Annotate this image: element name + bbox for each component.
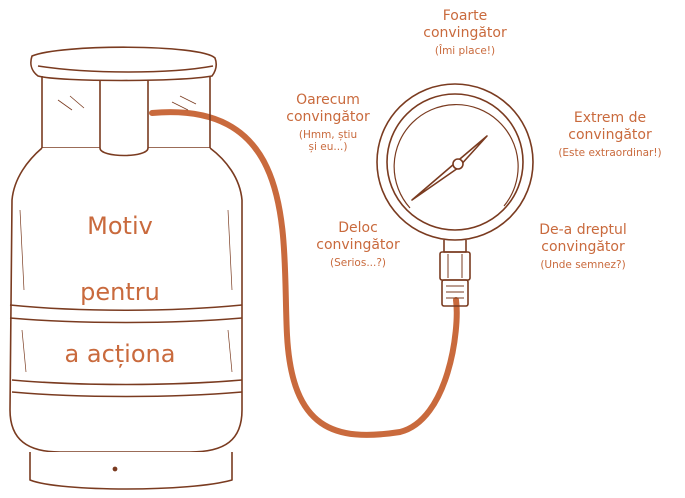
- gauge-label-upper-right-sub: (Este extraordinar!): [540, 147, 680, 160]
- gauge-label-top-sub: (Îmi place!): [400, 45, 530, 58]
- tank-label-line-2: pentru: [60, 278, 180, 306]
- gauge-nut: [440, 252, 470, 280]
- gauge-label-upper-right: Extrem de convingător (Este extraordinar…: [540, 110, 680, 159]
- gauge-label-lower-right-main: De-a dreptul convingător: [518, 222, 648, 256]
- gauge-label-lower-left-sub: (Serios...?): [298, 257, 418, 270]
- tank-label-line-1: Motiv: [60, 212, 180, 240]
- gas-cylinder: [10, 47, 242, 489]
- gauge-label-upper-left: Oarecum convingător (Hmm, știu și eu...): [268, 92, 388, 154]
- gauge-label-upper-left-sub: (Hmm, știu și eu...): [268, 129, 388, 154]
- gauge-label-lower-left: Deloc convingător (Serios...?): [298, 220, 418, 269]
- cylinder-top-rim: [31, 47, 216, 80]
- gauge-label-top: Foarte convingător (Îmi place!): [400, 8, 530, 57]
- gauge-label-lower-right-sub: (Unde semnez?): [518, 259, 648, 272]
- gauge-label-top-main: Foarte convingător: [400, 8, 530, 42]
- cylinder-base: [30, 452, 232, 489]
- gauge-label-lower-right: De-a dreptul convingător (Unde semnez?): [518, 222, 648, 271]
- gauge-label-upper-left-main: Oarecum convingător: [268, 92, 388, 126]
- gauge-stem: [444, 240, 466, 252]
- pressure-gauge: [377, 84, 533, 306]
- gauge-label-lower-left-main: Deloc convingător: [298, 220, 418, 254]
- tank-label-line-3: a acționa: [40, 340, 200, 368]
- gauge-label-upper-right-main: Extrem de convingător: [540, 110, 680, 144]
